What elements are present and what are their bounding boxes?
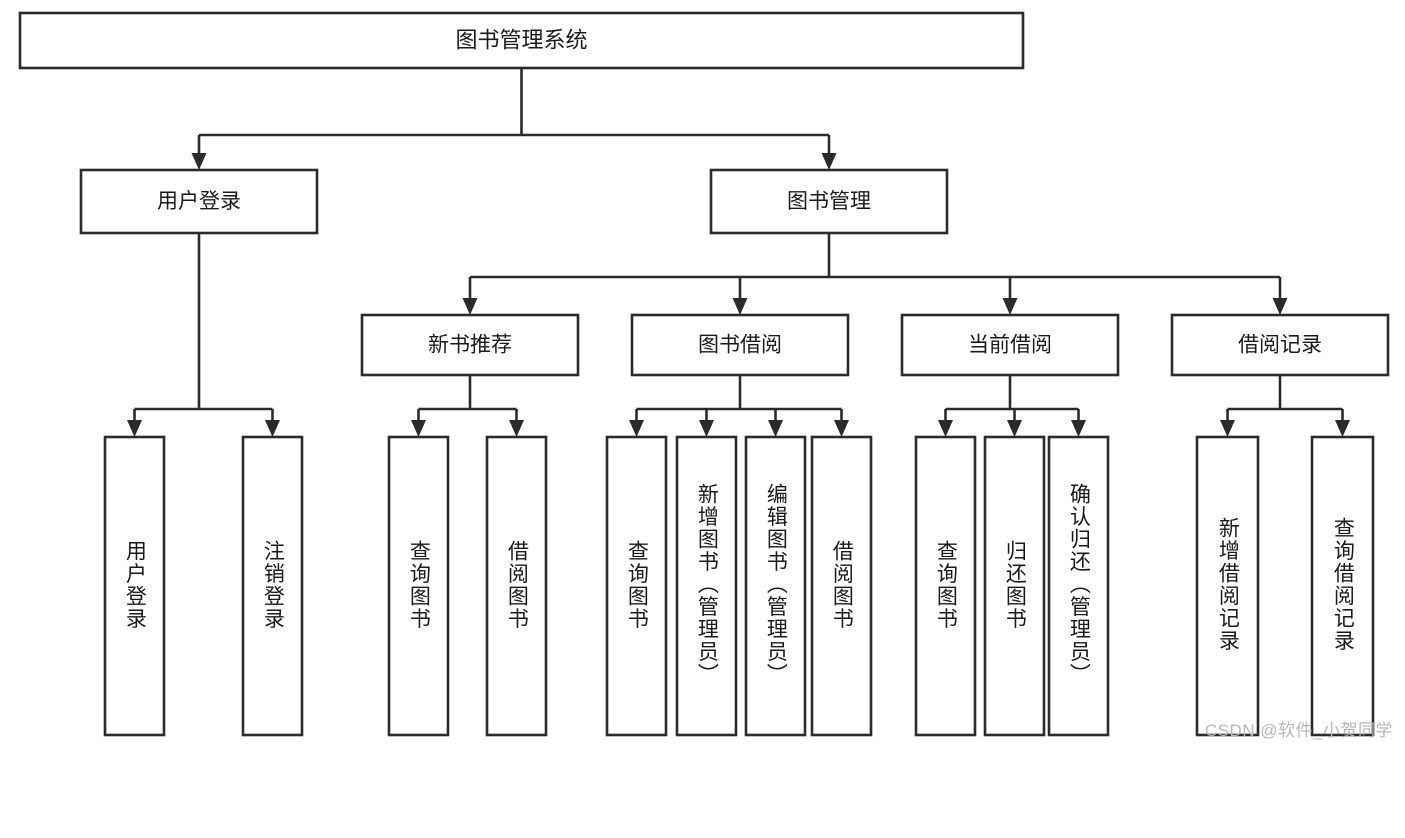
leaf-node-0-box[interactable] <box>103 435 166 737</box>
arrow-down-icon-leaf-6 <box>768 420 783 437</box>
arrow-down-icon-leaf-9 <box>1007 420 1022 437</box>
leaf-node-8-box[interactable] <box>914 435 977 737</box>
arrow-down-icon-leaf-8 <box>938 420 953 437</box>
level1-node-0-box[interactable] <box>79 168 319 235</box>
arrow-down-icon-level2-2 <box>1002 298 1018 315</box>
arrow-down-icon-leaf-7 <box>834 420 849 437</box>
leaf-node-2-box[interactable] <box>387 435 450 737</box>
arrow-down-icon-level1-0 <box>191 153 207 170</box>
arrow-down-icon-leaf-2 <box>411 420 426 437</box>
arrow-down-icon-level1-1 <box>821 153 837 170</box>
arrow-down-icon-leaf-5 <box>699 420 714 437</box>
leaf-node-11-box[interactable] <box>1195 435 1260 737</box>
level1-node-1-label: 图书管理 <box>787 190 871 213</box>
leaf-node-7-box[interactable] <box>810 435 873 737</box>
arrow-down-icon-leaf-0 <box>127 420 142 437</box>
level2-node-2-box[interactable] <box>900 313 1120 377</box>
arrow-down-icon-leaf-1 <box>265 420 280 437</box>
connector-layer <box>127 68 1350 437</box>
arrow-down-icon-leaf-4 <box>629 420 644 437</box>
level1-node-1-box[interactable] <box>709 168 949 235</box>
arrow-down-icon-level2-1 <box>732 298 748 315</box>
level2-node-3-label: 借阅记录 <box>1238 334 1322 357</box>
root-node-box[interactable] <box>18 11 1025 70</box>
leaf-node-10-box[interactable] <box>1047 435 1110 737</box>
level2-node-1-label: 图书借阅 <box>698 334 782 357</box>
root-node-label: 图书管理系统 <box>455 27 587 52</box>
arrow-down-icon-leaf-10 <box>1071 420 1086 437</box>
leaf-node-1-box[interactable] <box>241 435 304 737</box>
arrow-down-icon-leaf-11 <box>1220 420 1235 437</box>
arrow-down-icon-leaf-3 <box>509 420 524 437</box>
leaf-node-3-box[interactable] <box>485 435 548 737</box>
node-box-layer <box>18 11 1390 737</box>
arrow-down-icon-leaf-12 <box>1335 420 1350 437</box>
level2-node-2-label: 当前借阅 <box>968 334 1052 357</box>
arrow-down-icon-level2-3 <box>1272 298 1288 315</box>
leaf-node-6-box[interactable] <box>744 435 807 737</box>
leaf-node-5-box[interactable] <box>675 435 738 737</box>
level2-node-1-box[interactable] <box>630 313 850 377</box>
leaf-node-9-box[interactable] <box>983 435 1046 737</box>
csdn-watermark: CSDN @软件_小贺同学 <box>1204 721 1393 740</box>
flowchart-diagram: 图书管理系统用户登录图书管理新书推荐图书借阅当前借阅借阅记录 用户登录注销登录查… <box>18 11 1393 740</box>
leaf-node-12-box[interactable] <box>1310 435 1375 737</box>
level1-node-0-label: 用户登录 <box>157 190 241 213</box>
level2-node-3-box[interactable] <box>1170 313 1390 377</box>
level2-node-0-label: 新书推荐 <box>428 334 512 357</box>
level2-node-0-box[interactable] <box>360 313 580 377</box>
arrow-down-icon-level2-0 <box>462 298 478 315</box>
leaf-node-4-box[interactable] <box>605 435 668 737</box>
